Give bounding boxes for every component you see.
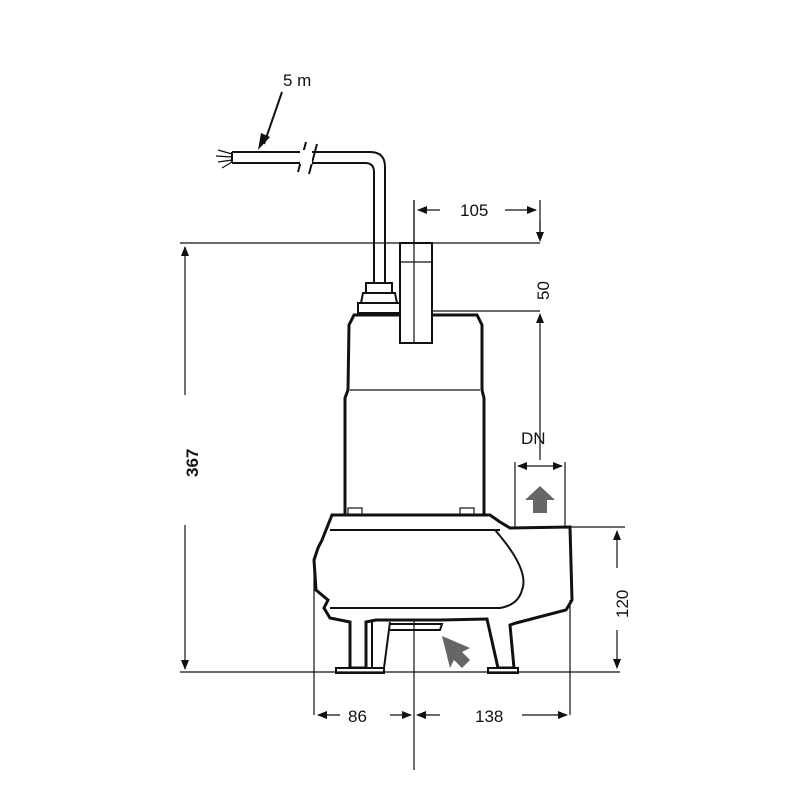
motor-housing <box>343 313 486 517</box>
cable-length-label: 5 m <box>283 71 311 90</box>
cable-gland <box>357 282 401 314</box>
dimension-width <box>313 560 571 719</box>
left-width-label: 86 <box>348 707 367 726</box>
outlet-flow-arrow <box>525 486 555 513</box>
dimension-120 <box>570 526 625 669</box>
right-width-label: 138 <box>475 707 503 726</box>
outlet-height-label: 120 <box>613 590 632 618</box>
outlet-offset-label: 105 <box>460 201 488 220</box>
outlet-size-label: DN <box>521 429 546 448</box>
handle-height-label: 50 <box>534 281 553 300</box>
dimension-50 <box>432 220 544 460</box>
dimension-dn <box>514 462 566 527</box>
lifting-handle <box>399 242 433 344</box>
dimension-367 <box>180 246 620 673</box>
inlet-flow-arrow <box>442 636 470 668</box>
power-cable <box>215 91 386 283</box>
total-height-label: 367 <box>183 449 202 477</box>
pump-volute <box>312 513 574 674</box>
